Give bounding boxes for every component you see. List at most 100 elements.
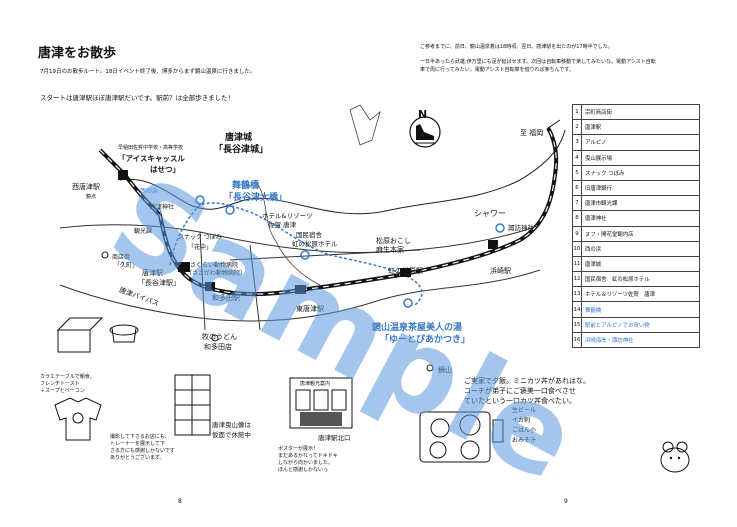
station-higashi-karatsu	[295, 285, 306, 294]
road-2	[59, 269, 541, 322]
legend-number: 6	[572, 179, 582, 197]
legend-text: 西の浜	[581, 240, 700, 257]
karatsu-castle-label: 唐津城	[225, 133, 253, 143]
hamasaki-label: 浜崎駅	[490, 267, 511, 275]
legend-text: 曳山展示場	[581, 149, 700, 166]
poi-suwa	[495, 223, 505, 233]
trainer-note-line: 撮影して下さるお店にも、	[110, 434, 170, 440]
poi-onsen	[403, 298, 413, 308]
legend-number: 13	[572, 286, 582, 303]
poi-bridge	[225, 205, 235, 215]
hanamaru-label: 「花中」	[188, 244, 213, 251]
menu-item: ごはん小	[512, 427, 537, 434]
start-text: スタートは唐津駅ほぼ唐津駅だいです。駅前？は全部歩きました！	[40, 94, 235, 102]
station-nishi-karatsu	[118, 170, 128, 180]
nishi-karatsu-label: 西唐津駅	[72, 183, 100, 191]
legend-text: 唐津市観光課	[581, 195, 700, 212]
sea-island	[349, 104, 381, 146]
legend-text: 浜崎海岸・諏訪神社	[581, 331, 700, 349]
suwa-label: 諏訪神社	[508, 224, 534, 232]
makinoudon-label: 牧のうどん	[202, 333, 237, 341]
ice-castle-label-2: はせつ」	[150, 165, 180, 174]
legend-number: 2	[572, 119, 582, 136]
kokumin-label: 国民宿舎	[296, 231, 322, 239]
station-hamasaki	[488, 240, 498, 249]
nishinohama-label: 西の浜	[140, 188, 159, 195]
legend-number: 4	[572, 149, 582, 166]
legend-number: 16	[572, 331, 582, 349]
dinner-note-line: ご実家で夕飯。ミニカツ丼があれはな。	[464, 377, 590, 385]
legend-text: 旧唐津銀行	[581, 179, 700, 197]
poi-nishinohama	[154, 208, 162, 216]
makinoudon-label-2: 和多田店	[204, 343, 232, 351]
legend-number: 8	[572, 210, 582, 227]
cafe-note-line: ＋スープとベーコン	[40, 388, 85, 394]
station-niji	[400, 268, 411, 277]
coastline	[119, 129, 566, 215]
hikiyama-note-line: 唐津曳山像は	[212, 421, 251, 429]
menu-item: イカ刺	[512, 417, 531, 424]
hasetsu-eki-label: 「長谷津駅」	[138, 279, 180, 287]
north-label: N	[418, 108, 428, 121]
right-note-2: 一日半あったら武雄,伊万里にも足が延ばせます。次回は自転車移動で楽してみたいな。…	[420, 59, 656, 65]
trainer-note: 撮影して下さるお店にも、 トレーナーを展示して下 さる方にも感謝しかないです あ…	[110, 434, 175, 462]
matsubara-okoshi-label-2: 麻生本家	[376, 246, 404, 254]
shower-label: シャワー	[474, 209, 506, 218]
sakura-label: さくらい動物病院	[190, 262, 239, 269]
legend-number: 14	[572, 301, 582, 318]
maizuru-bridge-label: 舞鶴橋	[232, 181, 260, 191]
dinner-tray-illustration	[419, 411, 504, 463]
menu-item: 生ビール	[512, 407, 537, 414]
karatsu-jinja-small: 唐津神社	[150, 204, 175, 211]
legend-number: 15	[572, 316, 582, 333]
poster-note-line: まだあるかなってドキドキ	[278, 453, 338, 459]
page-number-left: 8	[178, 498, 182, 505]
road-5	[229, 249, 421, 261]
mascot-illustration	[660, 441, 690, 473]
trainer-note-line: トレーナーを展示して下	[110, 441, 165, 447]
sweater-illustration	[54, 397, 102, 441]
legend-text: 国民宿舎 虹の松原ホテル	[581, 271, 700, 288]
legend-text: ヌフ・開花堂観内店	[581, 225, 700, 242]
legend-number: 10	[572, 240, 582, 257]
poster-note-line: ほんと感謝しかないっ	[278, 467, 329, 473]
cafe-illustration	[56, 317, 139, 353]
river	[254, 179, 321, 286]
onsen-label: 鏡山温泉茶屋美人の湯	[372, 323, 463, 333]
dinner-note-line: コーチが弟子にご褒美一口食べさせ	[464, 387, 576, 395]
kokumin-label-2: 虹の松原ホテル	[292, 240, 338, 248]
higashi-karatsu-label: 東唐津駅	[296, 305, 324, 313]
legend-number: 5	[572, 164, 582, 181]
dinner-note: ご実家で夕飯。ミニカツ丼があれはな。 コーチが弟子にご褒美一口食べさせ ていたと…	[464, 376, 590, 406]
road-1	[59, 224, 541, 254]
snack-label: スナック つぼみ	[178, 234, 222, 241]
legend-text: 舞鶴橋	[581, 301, 700, 318]
legend-number: 1	[572, 103, 582, 121]
dinner-note-line: ていたという一口カツ丼食べたい。	[464, 397, 576, 405]
legend-number: 11	[572, 255, 582, 273]
right-note-1: ご参考までに、前日、鏡山温泉着は18時頃。翌日、唐津駅を出たのが17時半でした。	[420, 44, 613, 50]
poster-note: ポスターが展示！ まだあるかなってドキドキ しながら向かいました。 ほんと感謝し…	[278, 446, 338, 474]
poster-note-line: ポスターが展示！	[278, 446, 319, 452]
station-north-exit-illustration	[289, 377, 353, 429]
legend-text: 唐津駅	[581, 119, 700, 136]
page-number-right: 9	[564, 498, 568, 505]
walking-route	[169, 202, 423, 306]
menu-list: 生ビール イカ刺 ごはん小 おみそ汁	[512, 406, 536, 446]
matsubara-okoshi-label: 松原おこし	[376, 237, 411, 245]
hotel-label: ホテル&リゾーツ	[262, 212, 313, 220]
poi-makinoudon	[211, 334, 219, 342]
page-title: 唐津をお散歩	[38, 46, 117, 61]
